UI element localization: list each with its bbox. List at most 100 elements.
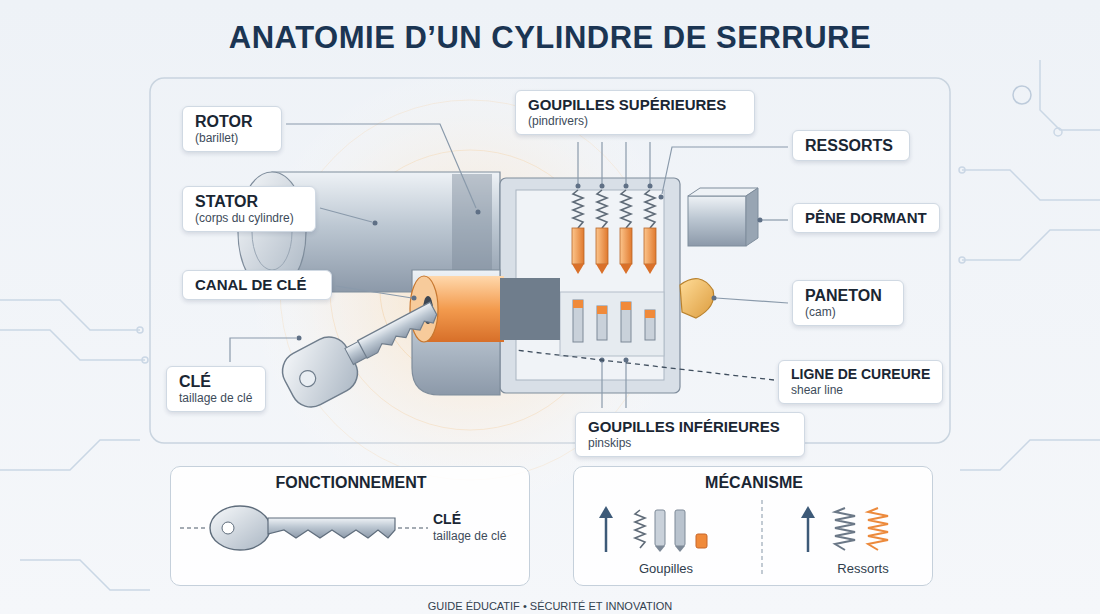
mechanism-icons <box>807 514 810 552</box>
callout-box: RESSORTS <box>792 130 910 161</box>
circuit-decoration <box>142 357 148 363</box>
mechanism-icons <box>696 534 707 548</box>
part-name: PANETON <box>805 286 891 305</box>
mechanism-icons <box>675 546 685 552</box>
leader-dots <box>758 218 763 223</box>
mechanism-icons <box>868 508 888 550</box>
callout-box: STATOR(corps du cylindre) <box>182 186 316 232</box>
upper-pins <box>572 264 584 274</box>
circuit-decoration <box>0 330 145 360</box>
upper-pins <box>572 190 656 274</box>
upper-pins <box>596 228 608 264</box>
mechanism-icons <box>801 506 815 518</box>
key-icon <box>210 506 270 550</box>
mechanism-icons <box>835 508 855 550</box>
info-panel: MÉCANISMEGoupillesRessorts <box>573 466 933 586</box>
circuit-decoration <box>0 300 140 330</box>
leader-lines <box>625 142 626 184</box>
circuit-decoration <box>20 560 150 590</box>
lower-pins <box>645 310 655 340</box>
leader-lines <box>649 142 650 184</box>
upper-pins <box>644 228 656 264</box>
title-bar: ANATOMIE D’UN CYLINDRE DE SERRURE <box>0 20 1100 56</box>
diagram-title: ANATOMIE D’UN CYLINDRE DE SERRURE <box>229 20 871 56</box>
leader-lines <box>577 142 578 184</box>
panel-grounds <box>170 466 933 586</box>
leader-lines <box>320 208 372 222</box>
info-panel: FONCTIONNEMENTCLÉtaillage de clé <box>170 466 530 586</box>
mechanism-icons <box>635 510 645 548</box>
part-note: pinskips <box>588 436 792 451</box>
key <box>297 368 319 390</box>
leader-dots <box>297 184 763 363</box>
callout-box: CLÉtaillage de clé <box>166 366 266 412</box>
part-name: LIGNE DE CUREURE <box>791 366 930 383</box>
upper-pins <box>621 190 631 228</box>
part-name: GOUPILLES INFÉRIEURES <box>588 418 792 436</box>
leader-dots <box>297 336 302 341</box>
circuit-decoration <box>137 327 143 333</box>
part-name: GOUPILLES SUPÉRIEURES <box>528 96 742 114</box>
part-name: ROTOR <box>195 112 269 131</box>
circuit-decoration <box>1013 86 1031 104</box>
part-note: Ressorts <box>837 561 888 577</box>
upper-pins <box>620 264 632 274</box>
circuit-decoration <box>1040 60 1100 130</box>
key-icon <box>180 506 428 550</box>
circuit-decoration <box>959 257 965 263</box>
caption: GUIDE ÉDUCATIF • SÉCURITÉ ET INNOVATION <box>428 600 672 612</box>
lower-pins <box>597 306 607 314</box>
key-icon <box>180 527 208 528</box>
cutaway-housing <box>500 178 680 393</box>
leader-lines <box>625 362 626 408</box>
part-note: (pindrivers) <box>528 114 742 129</box>
part-note: (corps du cylindre) <box>195 211 303 226</box>
circuit-decoration <box>962 230 1100 260</box>
panel-grounds <box>573 466 933 586</box>
leader-dots <box>712 296 717 301</box>
key-icon <box>398 527 428 528</box>
upper-pins <box>597 190 607 228</box>
lower-pins <box>573 300 583 342</box>
key <box>358 302 440 358</box>
key <box>275 285 448 414</box>
part-name: MÉCANISME <box>705 473 803 492</box>
callout-box: ROTOR(barillet) <box>182 106 282 152</box>
part-note: (barillet) <box>195 131 269 146</box>
callout-box: LIGNE DE CUREUREshear line <box>778 360 943 404</box>
leader-dots <box>624 358 629 363</box>
cutaway-housing <box>560 292 664 356</box>
leader-lines <box>336 286 412 298</box>
caption-bar: GUIDE ÉDUCATIF • SÉCURITÉ ET INNOVATION <box>0 596 1100 614</box>
lower-pins <box>573 300 583 308</box>
panel-grounds <box>170 466 530 586</box>
cutaway-housing <box>500 178 680 393</box>
upper-pins <box>573 190 583 228</box>
part-note: shear line <box>791 383 930 398</box>
mechanism-icons <box>605 514 608 552</box>
circuit-decoration <box>0 60 1100 590</box>
part-name: CLÉ <box>179 372 253 391</box>
mechanism-icons <box>761 500 762 574</box>
mechanism-icons <box>599 506 613 518</box>
leader-dots <box>373 221 378 226</box>
upper-pins <box>596 264 608 274</box>
deadbolt <box>688 188 758 246</box>
lower-pins <box>645 310 655 318</box>
part-note: taillage de clé <box>179 391 253 406</box>
leader-lines <box>601 362 602 408</box>
shear-line <box>515 350 774 380</box>
key-icon <box>268 518 395 538</box>
lower-pins <box>573 300 655 342</box>
lower-pins <box>621 302 631 342</box>
cam <box>680 279 714 318</box>
deadbolt <box>746 188 758 246</box>
part-name: STATOR <box>195 192 303 211</box>
upper-pins <box>644 264 656 274</box>
leader-dots <box>576 184 581 189</box>
leader-dots <box>624 184 629 189</box>
lower-pins <box>621 302 631 310</box>
deadbolt <box>688 196 746 246</box>
cam <box>680 279 714 318</box>
